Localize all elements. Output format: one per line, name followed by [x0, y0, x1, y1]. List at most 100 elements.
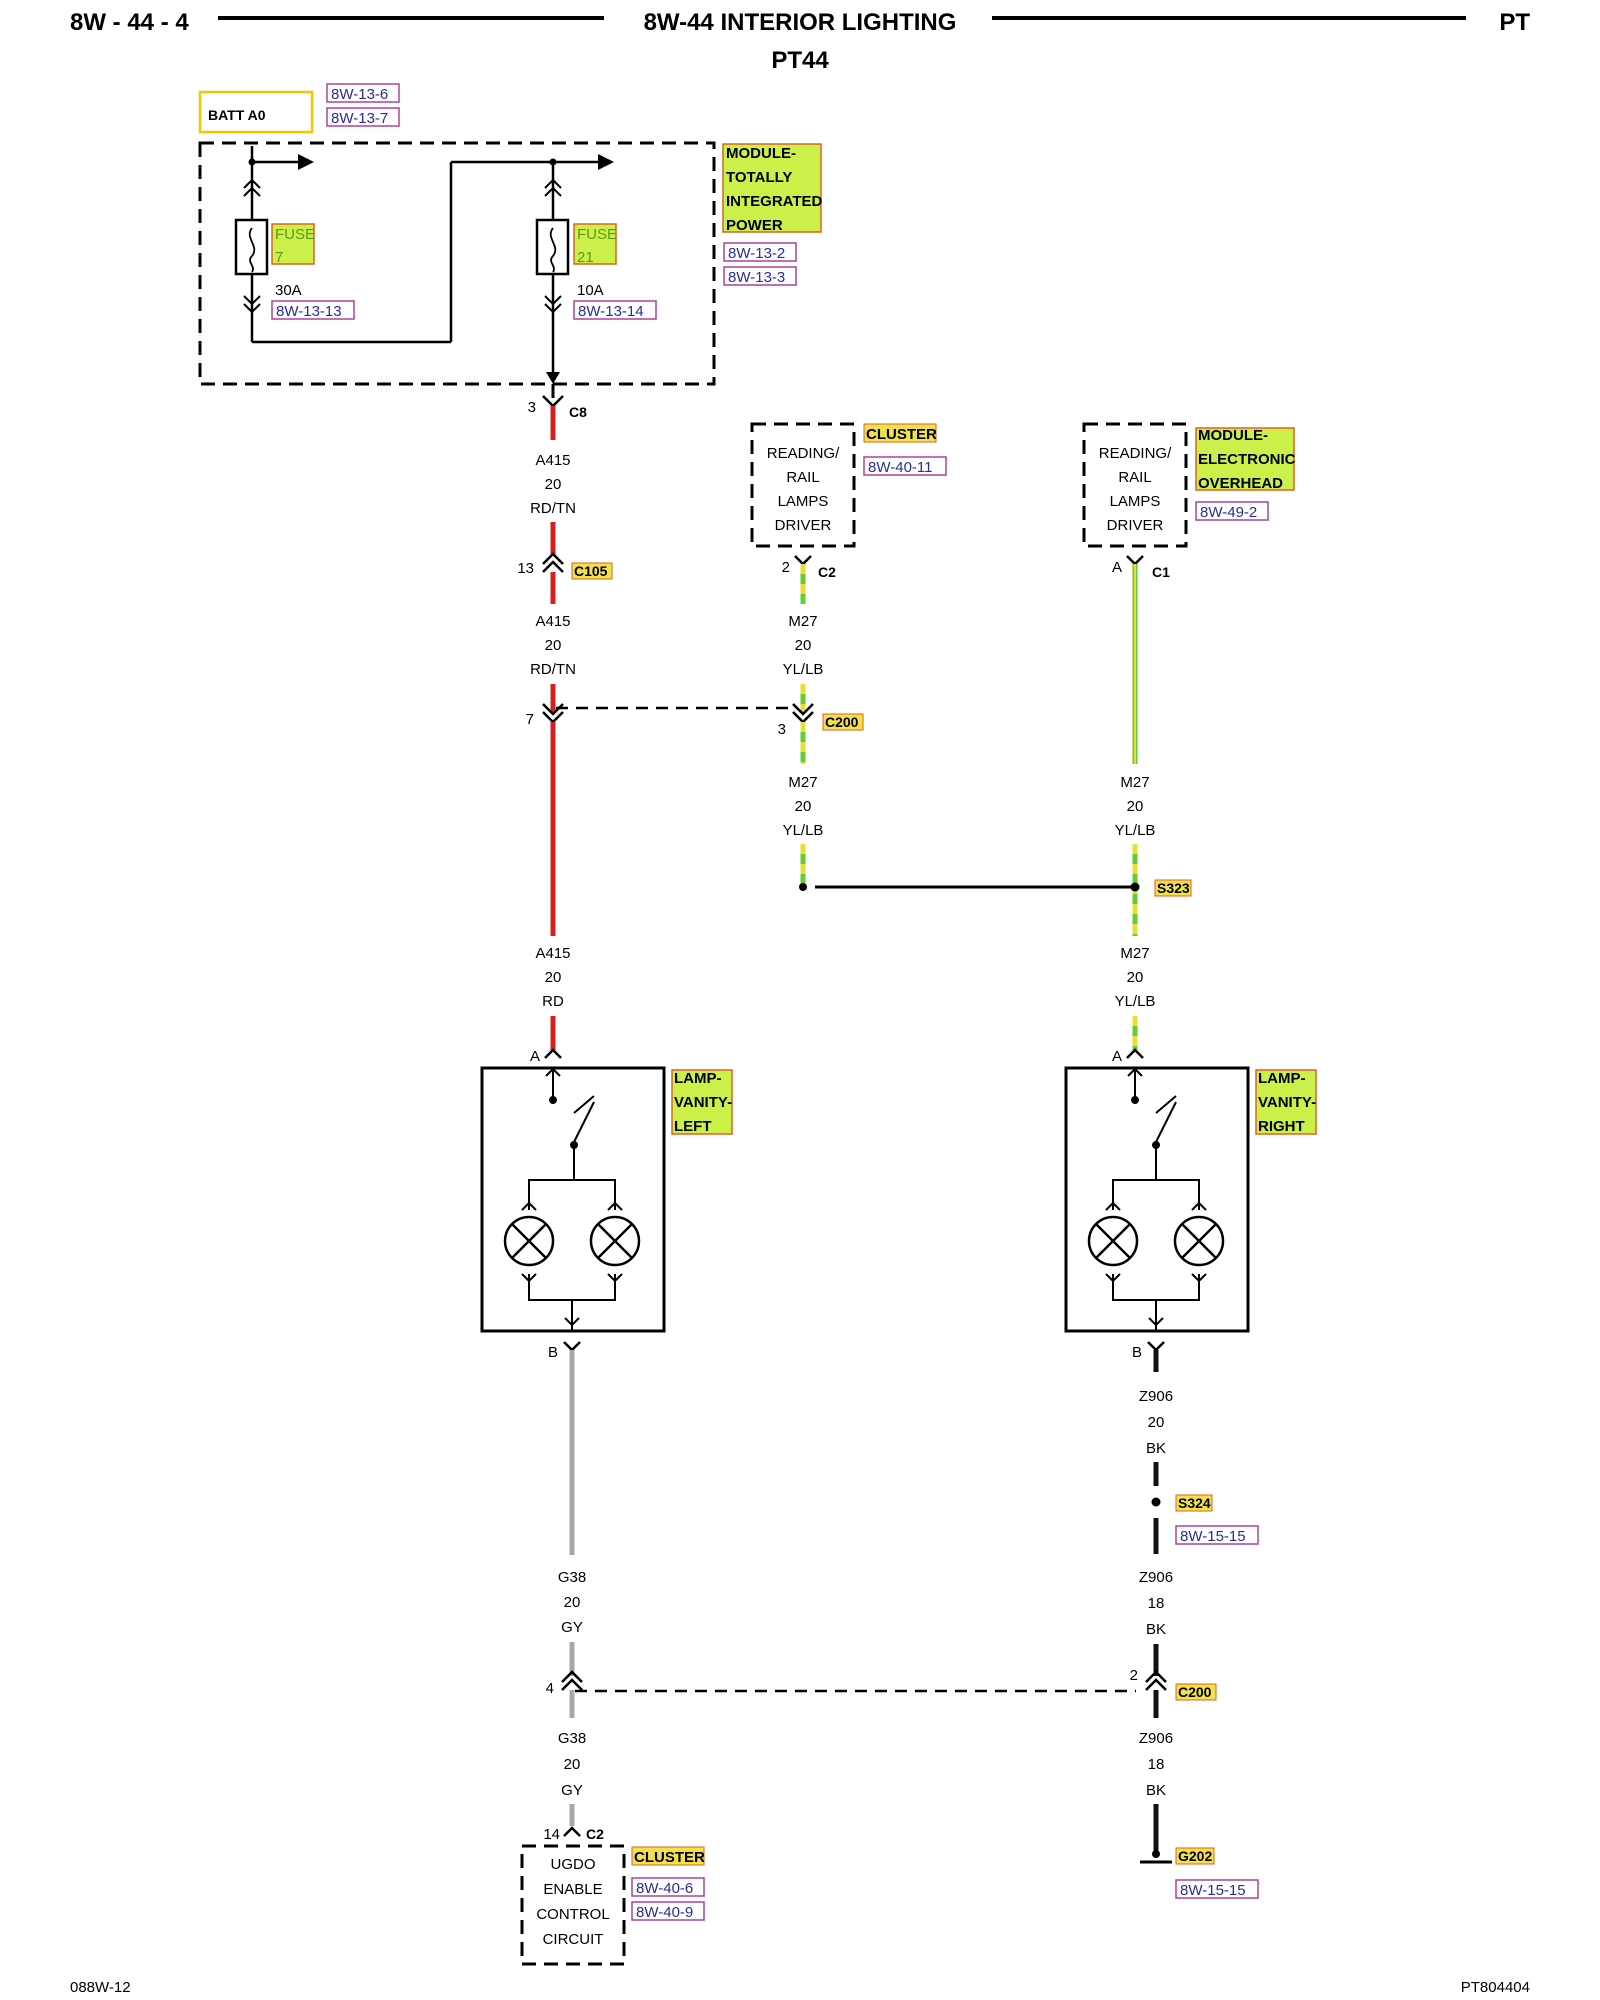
g202-ref-box[interactable]: [1175, 1879, 1259, 1899]
tipm-label-box: [722, 143, 822, 233]
tipm-module: MODULE- TOTALLY INTEGRATED POWER 8W-13-2…: [198, 141, 823, 386]
s324-ref-box[interactable]: [1175, 1525, 1259, 1545]
bus-arrow-right-icon: [598, 154, 614, 170]
c200-mid-pin: 3: [778, 721, 786, 738]
batt-feed: BATT A0 8W-13-6 8W-13-7: [198, 83, 400, 134]
lamp-right-pin-b: B: [1132, 1344, 1142, 1361]
lamp-left-pin-b: B: [548, 1344, 558, 1361]
emo-name-line3: OVERHEAD: [1198, 475, 1283, 492]
lamp-right-bulb-1-icon: [1087, 1215, 1139, 1267]
vehicle-code: PT: [1499, 9, 1530, 36]
ugdo-ref-1-box[interactable]: [631, 1877, 705, 1897]
cluster-ref-box[interactable]: [863, 456, 947, 476]
tipm-label-line4: POWER: [726, 217, 783, 234]
s323-splice: S323: [1157, 880, 1190, 896]
ugdo-c2-connector: C2: [586, 1826, 604, 1842]
cluster-driver-line1: READING/: [767, 445, 840, 462]
c8-connector: C8: [569, 404, 587, 420]
z906-seg3-circuit: Z906: [1139, 1730, 1173, 1747]
batt-ref-1[interactable]: 8W-13-6: [331, 86, 388, 103]
page-number: 8W - 44 - 4: [70, 9, 189, 36]
ugdo-cluster-name: CLUSTER: [634, 1849, 705, 1866]
batt-label: BATT A0: [208, 107, 266, 123]
z906-seg1-circuit: Z906: [1139, 1388, 1173, 1405]
cluster-name: CLUSTER: [866, 426, 937, 443]
z906-seg2-circuit: Z906: [1139, 1569, 1173, 1586]
a415-seg1-gauge: 20: [545, 476, 562, 493]
lamp-left-box: [480, 1066, 666, 1333]
a415-seg1-circuit: A415: [535, 452, 570, 469]
fuse-7-ref-box[interactable]: [271, 300, 355, 320]
g202-ref[interactable]: 8W-15-15: [1180, 1882, 1246, 1899]
cluster-driver: READING/ RAIL LAMPS DRIVER CLUSTER 8W-40…: [750, 422, 947, 580]
fuse-21-ref-box[interactable]: [573, 300, 657, 320]
m27-mid-seg1-color: YL/LB: [783, 661, 824, 678]
m27-mid-seg2-gauge: 20: [795, 798, 812, 815]
tipm-ref-1-box[interactable]: [723, 242, 797, 262]
emo-driver-box: [1082, 422, 1188, 548]
wire-a415[interactable]: 3 C8 A415 20 RD/TN 13 C105 A415 20 RD/TN…: [517, 384, 613, 1050]
batt-ref-1-box[interactable]: [326, 83, 400, 103]
ugdo-ref-2-box[interactable]: [631, 1901, 705, 1921]
tipm-label-line1: MODULE-: [726, 145, 796, 162]
a415-seg1-color: RD/TN: [530, 500, 576, 517]
emo-driver: READING/ RAIL LAMPS DRIVER MODULE- ELECT…: [1082, 422, 1296, 580]
ugdo-ref-2[interactable]: 8W-40-9: [636, 1904, 693, 1921]
batt-ref-2[interactable]: 8W-13-7: [331, 110, 388, 127]
lamp-right-bulb-2-icon: [1173, 1215, 1225, 1267]
wire-m27-right[interactable]: M27 20 YL/LB S323 M27 20 YL/LB: [1115, 564, 1192, 1050]
lamp-left-name-1: LAMP-: [674, 1070, 722, 1087]
emo-c1-pin: A: [1112, 559, 1122, 576]
page-title: 8W-44 INTERIOR LIGHTING: [644, 9, 957, 36]
s324-splice-icon: [1151, 1497, 1161, 1507]
ugdo-line1: UGDO: [551, 1856, 596, 1873]
wire-z906[interactable]: Z906 20 BK S324 8W-15-15 Z906 18 BK 2 C2…: [1130, 1350, 1259, 1899]
g38-seg2-gauge: 20: [564, 1756, 581, 1773]
cluster-driver-box: [750, 422, 856, 548]
fuse-21-label: FUSE: [577, 226, 617, 243]
emo-name-line2: ELECTRONIC: [1198, 451, 1296, 468]
fuse-21-number: 21: [577, 249, 594, 266]
lamp-vanity-right: A LAMP-: [1064, 1048, 1317, 1361]
emo-c1-connector: C1: [1152, 564, 1170, 580]
m27-right-seg1-circuit: M27: [1120, 774, 1149, 791]
emo-name-line1: MODULE-: [1198, 427, 1268, 444]
g38-seg1-gauge: 20: [564, 1594, 581, 1611]
emo-driver-line4: DRIVER: [1107, 517, 1164, 534]
ugdo-line2: ENABLE: [543, 1881, 602, 1898]
tipm-ref-2-box[interactable]: [723, 266, 797, 286]
wire-g38[interactable]: G38 20 GY 4 G38 20 GY 14 C2: [543, 1350, 604, 1843]
a415-seg2-circuit: A415: [535, 613, 570, 630]
emo-ref-box[interactable]: [1195, 501, 1269, 521]
cluster-c2-connector-icon: [794, 555, 812, 566]
tipm-ref-2[interactable]: 8W-13-3: [728, 269, 785, 286]
tipm-dashed-box: [198, 141, 716, 386]
cluster-driver-line2: RAIL: [786, 469, 819, 486]
s324-ref[interactable]: 8W-15-15: [1180, 1528, 1246, 1545]
fuse-7-ref[interactable]: 8W-13-13: [276, 303, 342, 320]
tipm-ref-1[interactable]: 8W-13-2: [728, 245, 785, 262]
c200-right-bottom-connector: C200: [1178, 1684, 1212, 1700]
c200-left-pin: 7: [526, 711, 534, 728]
c105-connector-icon: [542, 552, 564, 565]
lamp-left-name-3: LEFT: [674, 1118, 712, 1135]
batt-label-box: [198, 90, 314, 134]
ugdo-ref-1[interactable]: 8W-40-6: [636, 1880, 693, 1897]
wire-m27-mid[interactable]: M27 20 YL/LB 3 C200 M27 20 YL/LB: [778, 564, 1132, 891]
fuse-21-ref[interactable]: 8W-13-14: [578, 303, 644, 320]
m27-right-seg2-color: YL/LB: [1115, 993, 1156, 1010]
ugdo-line4: CIRCUIT: [543, 1931, 604, 1948]
ugdo-circuit: UGDO ENABLE CONTROL CIRCUIT CLUSTER 8W-4…: [520, 1844, 705, 1966]
batt-ref-2-box[interactable]: [326, 107, 400, 127]
cluster-ref[interactable]: 8W-40-11: [868, 459, 932, 476]
a415-seg2-color: RD/TN: [530, 661, 576, 678]
g38-seg1-color: GY: [561, 1619, 583, 1636]
emo-ref[interactable]: 8W-49-2: [1200, 504, 1257, 521]
a415-seg2-gauge: 20: [545, 637, 562, 654]
ugdo-c2-connector-icon: [563, 1826, 581, 1837]
lamp-left-bulb-1-icon: [503, 1215, 555, 1267]
m27-right-seg2-gauge: 20: [1127, 969, 1144, 986]
s323-splice-icon: [1130, 882, 1140, 892]
m27-mid-seg1-circuit: M27: [788, 613, 817, 630]
